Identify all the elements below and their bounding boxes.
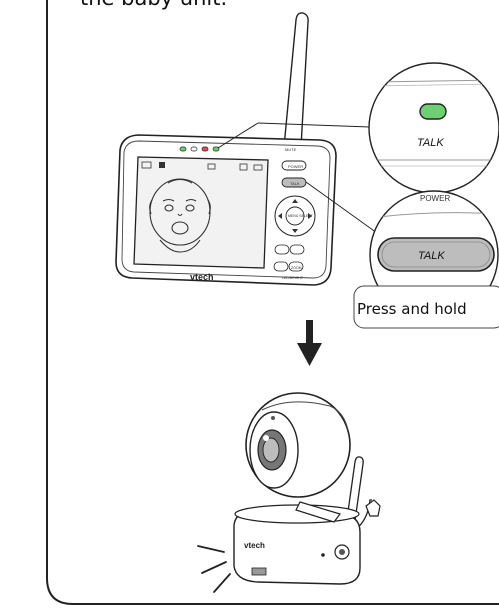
camera-brand-logo: vtech — [244, 541, 265, 550]
sound-waves-icon — [198, 546, 230, 592]
